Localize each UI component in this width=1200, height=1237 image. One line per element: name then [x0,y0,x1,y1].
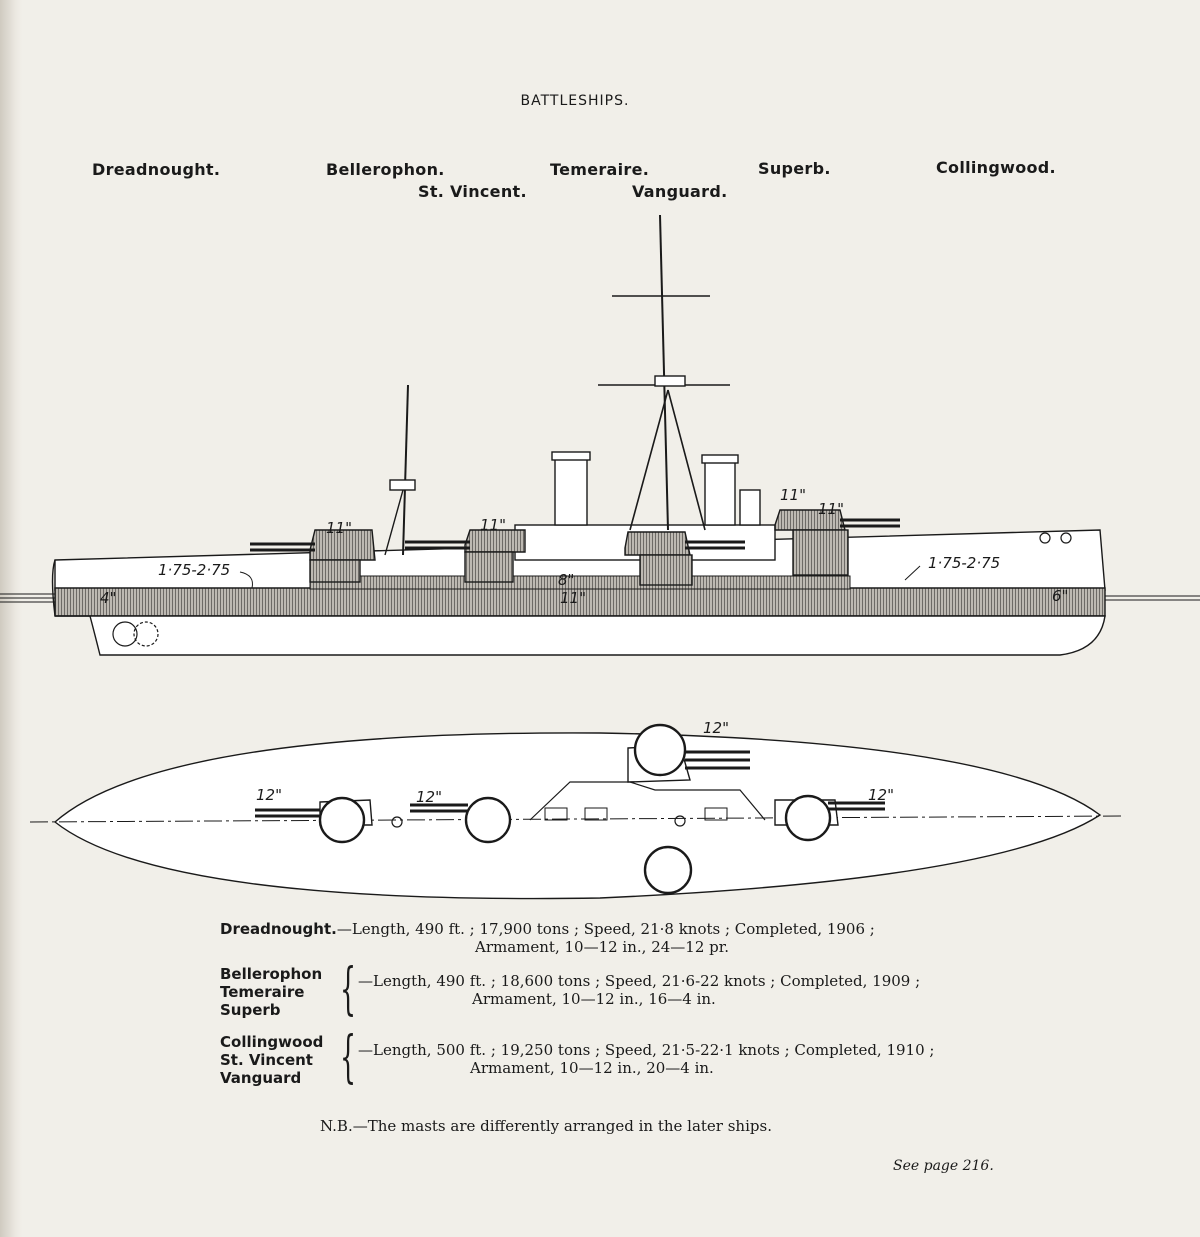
funnel-fore [554,457,588,526]
label-belt-upper: 8" [558,571,574,589]
spec-name-dreadnought: Dreadnought. [220,920,337,938]
ship-name-vanguard: Vanguard. [632,182,728,201]
label-12-aft: 12" [256,786,282,804]
label-12-fwd-wing: 12" [868,786,894,804]
label-11-fwd: 11" [818,500,844,518]
funnel-aft [704,461,736,526]
ship-name-bellerophon: Bellerophon. [326,160,445,179]
plan-labels: 12" 12" 12" 12" [256,719,894,806]
ship-name-superb: Superb. [758,159,831,178]
spec-line1-bellerophon-group: —Length, 490 ft. ; 18,600 tons ; Speed, … [358,972,921,990]
plan-view [29,723,1126,900]
turret-wing-plan [627,723,750,783]
turret-after-wing-profile [405,529,526,583]
ship-name-temeraire: Temeraire. [550,160,650,179]
spec-line2-bellerophon-group: Armament, 10—12 in., 16—4 in. [472,990,716,1008]
label-belt-fwd: 1·75-2·75 [928,554,1000,572]
label-belt-fwd-end: 6" [1052,587,1068,605]
label-12-wing: 12" [703,719,729,737]
spec-names-collingwood-group: Collingwood St. Vincent Vanguard [220,1033,323,1087]
turret-wing-profile [624,531,745,586]
turret-after-wing-plan [410,796,512,844]
book-gutter-shadow [0,0,22,1237]
spec-name-st-vincent: St. Vincent [220,1051,313,1069]
label-belt-main: 11" [560,589,586,607]
turret-fwd-plan [774,794,885,842]
fore-mast [402,384,409,556]
footnote: N.B.—The masts are differently arranged … [320,1117,772,1135]
spec-name-superb: Superb [220,1001,281,1019]
turret-aft-plan [255,796,373,844]
brace-bellerophon-group: { [340,957,357,1022]
hull-lower [55,615,1106,656]
label-belt-aft-end: 4" [100,589,116,607]
profile-labels: 11" 11" 11" 11" 1·75-2·75 1·75-2·75 8" 1… [100,486,1068,607]
ship-name-dreadnought: Dreadnought. [92,160,221,179]
deck-outline [53,732,1102,900]
label-11-wing: 11" [780,486,806,504]
label-12-after-wing: 12" [416,788,442,806]
side-elevation [0,214,1200,656]
spec-name-vanguard: Vanguard [220,1069,302,1087]
spec-line1-collingwood-group: —Length, 500 ft. ; 19,250 tons ; Speed, … [358,1041,935,1059]
spec-dreadnought: Dreadnought.—Length, 490 ft. ; 17,900 to… [220,920,875,938]
spec-name-collingwood: Collingwood [220,1033,324,1051]
main-mast [659,214,669,531]
spec-line2-collingwood-group: Armament, 10—12 in., 20—4 in. [470,1059,714,1077]
label-belt-aft: 1·75-2·75 [158,561,230,579]
turret-fwd-profile [774,509,900,576]
propeller-icon [112,621,138,647]
spec-line1-dreadnought: —Length, 490 ft. ; 17,900 tons ; Speed, … [336,920,875,938]
spec-name-bellerophon: Bellerophon [220,965,323,983]
porthole-icon [1039,532,1051,544]
turret-aft-profile [250,529,376,583]
spec-line2-dreadnought: Armament, 10—12 in., 24—12 pr. [475,938,730,956]
spec-name-temeraire: Temeraire [220,983,305,1001]
label-11-aft: 11" [326,519,352,537]
label-11-after-wing: 11" [480,516,506,534]
upper-belt [309,575,851,590]
centreline [29,815,1126,823]
spec-names-bellerophon-group: Bellerophon Temeraire Superb [220,965,322,1019]
brace-collingwood-group: { [340,1025,357,1090]
turret-wing-plan-lower [643,845,693,895]
ship-name-collingwood: Collingwood. [936,158,1056,177]
see-page-reference: See page 216. [893,1158,994,1174]
page-title: BATTLESHIPS. [520,93,630,109]
ship-name-st-vincent: St. Vincent. [418,182,527,201]
